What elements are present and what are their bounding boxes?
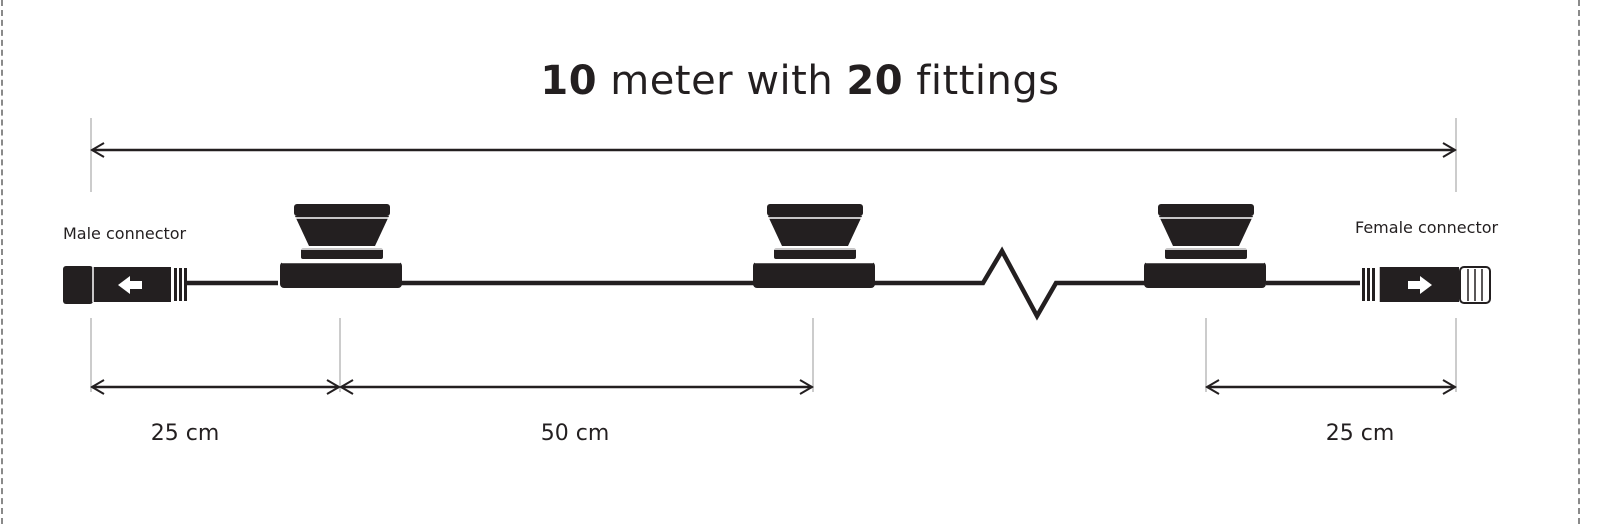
female-connector-label: Female connector: [1355, 218, 1499, 237]
start-spacing-label: 25 cm: [150, 421, 220, 446]
female-connector: [1362, 266, 1491, 304]
title-length-value: 10: [540, 58, 598, 104]
title-end-text: fittings: [903, 58, 1060, 104]
male-connector-label: Male connector: [63, 224, 187, 243]
male-connector: [63, 266, 187, 304]
end-spacing-label: 25 cm: [1325, 421, 1395, 446]
fitting-spacing-label: 50 cm: [540, 421, 610, 446]
left-frame-border: [1, 0, 3, 524]
right-frame-border: [1578, 0, 1580, 524]
title-middle-text: meter with: [597, 58, 847, 104]
arrow-left-icon: [118, 276, 142, 294]
arrow-right-icon: [1408, 276, 1432, 294]
fitting: [753, 204, 875, 288]
fitting: [280, 204, 402, 288]
title-fittings-value: 20: [846, 58, 904, 104]
diagram-title: 10 meter with 20 fittings: [0, 58, 1600, 104]
break-zigzag-icon: [874, 246, 1145, 321]
fitting: [1144, 204, 1266, 288]
